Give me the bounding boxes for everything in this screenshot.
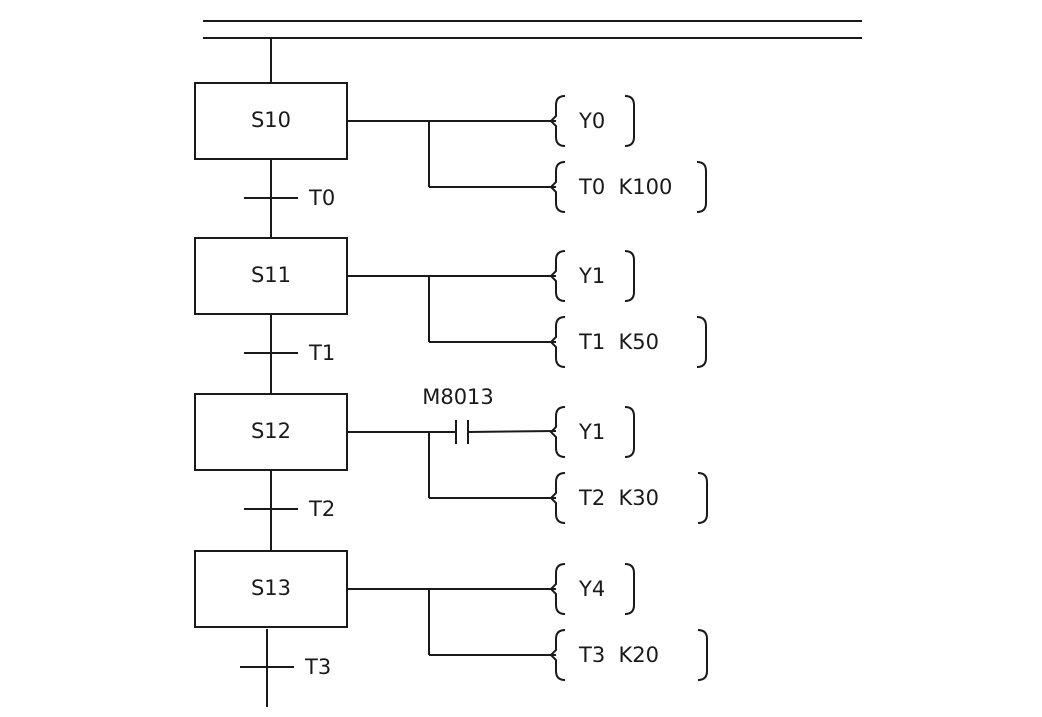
coil-close-bracket (624, 250, 635, 302)
coil-open-bracket (549, 472, 566, 524)
coil-open-bracket (549, 629, 566, 681)
coil-label: Y0 (578, 109, 605, 133)
coil-label: T1 K50 (578, 330, 659, 354)
coil-label: T3 K20 (578, 643, 659, 667)
coil-label: Y1 (578, 420, 605, 444)
coil-close-bracket (696, 161, 707, 213)
timer-coil: T0 K100 (549, 161, 707, 213)
timer-coil: T3 K20 (549, 629, 708, 681)
coil-close-bracket (697, 472, 708, 524)
coil-open-bracket (549, 250, 566, 302)
step-label: S12 (251, 419, 291, 443)
coil-open-bracket (549, 95, 566, 147)
output-coil: Y1 (549, 406, 635, 458)
transition-label: T2 (308, 497, 335, 521)
coil-label: Y1 (578, 264, 605, 288)
output-coil: Y4 (549, 563, 635, 615)
coil-open-bracket (549, 316, 566, 368)
step-label: S10 (251, 108, 291, 132)
step-label: S13 (251, 576, 291, 600)
coil-close-bracket (697, 629, 708, 681)
transition-label: T3 (304, 655, 331, 679)
coil-open-bracket (549, 406, 566, 458)
output-coil: Y1 (549, 250, 635, 302)
coil-close-bracket (624, 406, 635, 458)
coil-close-bracket (624, 95, 635, 147)
step-label: S11 (251, 263, 291, 287)
step-box (194, 82, 348, 160)
output-coil: Y0 (549, 95, 635, 147)
coil-open-bracket (549, 563, 566, 615)
transition-label: T0 (308, 186, 335, 210)
coil-label: Y4 (578, 577, 605, 601)
timer-coil: T1 K50 (549, 316, 707, 368)
coil-close-bracket (624, 563, 635, 615)
step-box (194, 550, 348, 628)
transition-label: T1 (308, 341, 335, 365)
contact-label: M8013 (422, 385, 494, 409)
step-box (194, 393, 348, 471)
timer-coil: T2 K30 (549, 472, 708, 524)
coil-label: T0 K100 (578, 175, 672, 199)
output-wire (467, 430, 557, 433)
coil-close-bracket (696, 316, 707, 368)
coil-open-bracket (549, 161, 566, 213)
coil-label: T2 K30 (578, 486, 659, 510)
step-box (194, 237, 348, 315)
